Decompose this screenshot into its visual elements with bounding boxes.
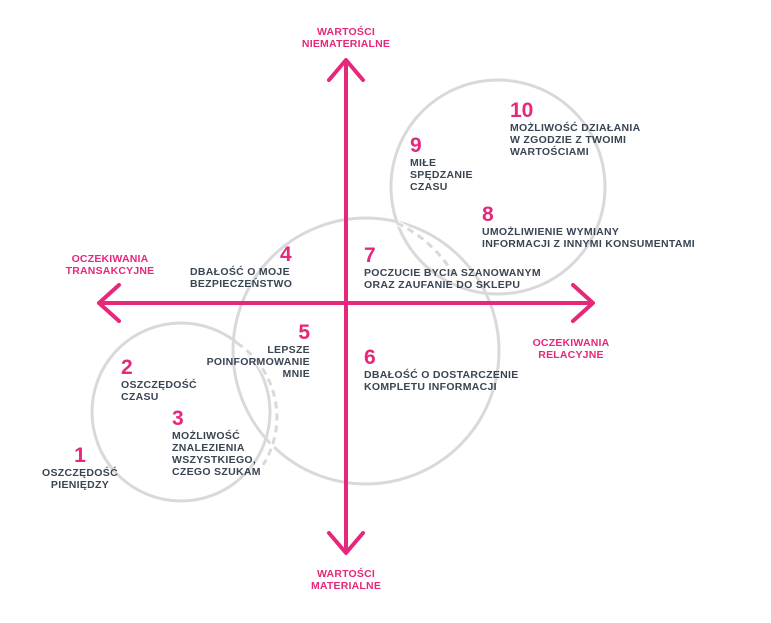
circle-small	[90, 321, 272, 503]
item-2: 2 OSZCZĘDOŚĆ CZASU	[121, 356, 241, 404]
item-3: 3 MOŻLIWOŚĆ ZNALEZIENIA WSZYSTKIEGO, CZE…	[172, 407, 302, 479]
arrow-down-icon	[327, 531, 365, 555]
item-text: DBAŁOŚĆ O MOJE BEZPIECZEŃSTWO	[190, 266, 293, 290]
item-number: 5	[298, 321, 310, 344]
item-number: 10	[510, 99, 534, 122]
item-number: 9	[410, 134, 422, 157]
item-text: UMOŻLIWIENIE WYMIANY INFORMACJI Z INNYMI…	[482, 226, 695, 250]
axis-label-top: WARTOŚCI NIEMATERIALNE	[301, 26, 391, 50]
axis-label-left: OCZEKIWANIA TRANSAKCYJNE	[65, 253, 155, 277]
circle-large	[389, 78, 607, 296]
item-number: 2	[121, 356, 133, 379]
item-5: 5 LEPSZE POINFORMOWANIE MNIE	[170, 321, 310, 381]
item-number: 3	[172, 407, 184, 430]
item-number: 4	[280, 243, 292, 266]
circle-overlap-dashed-left-dash	[236, 341, 279, 466]
item-text: MIŁE SPĘDZANIE CZASU	[410, 157, 473, 193]
item-text: OSZCZĘDOŚĆ CZASU	[121, 379, 197, 403]
item-text: LEPSZE POINFORMOWANIE MNIE	[206, 344, 310, 380]
item-1: 1 OSZCZĘDOŚĆ PIENIĘDZY	[20, 444, 140, 492]
item-number: 8	[482, 203, 494, 226]
item-4: 4 DBAŁOŚĆ O MOJE BEZPIECZEŃSTWO	[190, 243, 330, 291]
item-10: 10 MOŻLIWOŚĆ DZIAŁANIA W ZGODZIE Z TWOIM…	[510, 99, 700, 159]
item-number: 1	[74, 444, 86, 467]
item-7: 7 POCZUCIE BYCIA SZANOWANYM ORAZ ZAUFANI…	[364, 244, 594, 292]
item-9: 9 MIŁE SPĘDZANIE CZASU	[410, 134, 500, 194]
item-8: 8 UMOŻLIWIENIE WYMIANY INFORMACJI Z INNY…	[482, 203, 742, 251]
item-number: 7	[364, 244, 376, 267]
item-text: MOŻLIWOŚĆ DZIAŁANIA W ZGODZIE Z TWOIMI W…	[510, 122, 641, 158]
item-6: 6 DBAŁOŚĆ O DOSTARCZENIE KOMPLETU INFORM…	[364, 346, 564, 394]
item-text: OSZCZĘDOŚĆ PIENIĘDZY	[42, 467, 118, 491]
item-text: POCZUCIE BYCIA SZANOWANYM ORAZ ZAUFANIE …	[364, 267, 541, 291]
arrow-left-icon	[97, 283, 121, 323]
circle-overlap-dashed-right	[396, 221, 460, 283]
item-number: 6	[364, 346, 376, 369]
axis-label-right: OCZEKIWANIA RELACYJNE	[532, 337, 610, 361]
arrow-right-icon	[571, 283, 595, 323]
axis-label-bottom: WARTOŚCI MATERIALNE	[310, 568, 382, 592]
item-text: DBAŁOŚĆ O DOSTARCZENIE KOMPLETU INFORMAC…	[364, 369, 519, 393]
circle-medium	[231, 216, 501, 486]
arrow-up-icon	[327, 58, 365, 82]
item-text: MOŻLIWOŚĆ ZNALEZIENIA WSZYSTKIEGO, CZEGO…	[172, 430, 261, 478]
